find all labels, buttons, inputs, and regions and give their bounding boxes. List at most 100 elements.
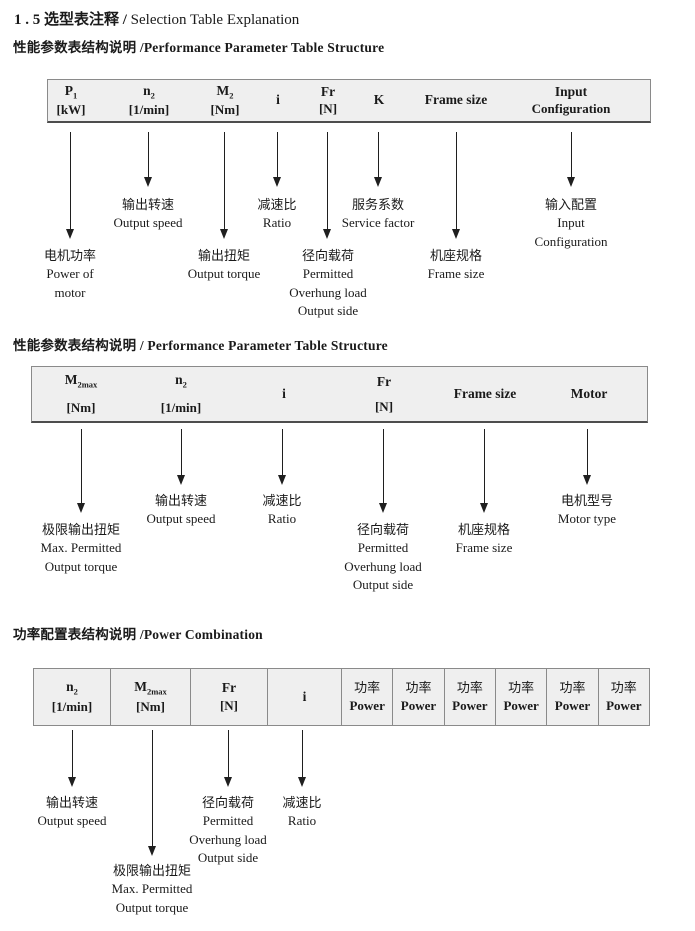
col-power-1: 功率 Power <box>342 669 394 725</box>
col-unit: Configuration <box>531 101 611 117</box>
col-symbol: K <box>374 93 385 107</box>
arrow-head-icon <box>77 503 85 513</box>
callout-motor-type: 电机型号 Motor type <box>557 493 617 527</box>
section1-header-table: P1 [kW] n2 [1/min] M2 [Nm] i Fr [N] K Fr… <box>47 79 651 123</box>
col-symbol: Motor <box>571 386 608 401</box>
arrow-head-icon <box>452 229 460 239</box>
arrow-stem <box>301 730 303 777</box>
col-symbol: i <box>282 386 286 401</box>
arrow-stem <box>223 132 225 229</box>
section3-header-table: n2 [1/min] M2max [Nm] Fr [N] i 功率 Power … <box>33 668 650 726</box>
arrow-stem <box>586 429 588 475</box>
arrow-stem <box>483 429 485 503</box>
callout-overhung-load: 径向载荷 Permitted Overhung load Output side <box>189 795 267 866</box>
col-unit: [N] <box>219 698 239 714</box>
down-arrow <box>374 132 382 187</box>
down-arrow <box>177 429 185 485</box>
col-i: i <box>282 367 286 421</box>
arrow-stem <box>326 132 328 229</box>
arrow-stem <box>570 132 572 177</box>
down-arrow <box>583 429 591 485</box>
symbol-text: i <box>302 688 307 704</box>
symbol-text: n <box>175 372 183 388</box>
col-unit: [1/min] <box>51 699 93 715</box>
arrow-head-icon <box>278 475 286 485</box>
col-m2: M2 [Nm] <box>211 80 240 121</box>
col-unit: [1/min] <box>128 102 170 118</box>
arrow-stem <box>147 132 149 177</box>
symbol-text: M <box>64 372 78 388</box>
arrow-head-icon <box>583 475 591 485</box>
callout-power-of-motor: 电机功率 Power of motor <box>43 248 97 300</box>
symbol-text: Frame size <box>424 92 488 108</box>
col-fr: Fr [N] <box>319 80 337 121</box>
symbol-text: Fr <box>221 680 237 696</box>
symbol-text: M <box>216 82 230 98</box>
arrow-stem <box>276 132 278 177</box>
arrow-stem <box>455 132 457 229</box>
col-unit: [1/min] <box>160 399 202 415</box>
symbol-sub: 2max <box>146 686 167 697</box>
arrow-head-icon <box>144 177 152 187</box>
arrow-head-icon <box>480 503 488 513</box>
col-power-3: 功率 Power <box>445 669 496 725</box>
down-arrow <box>224 730 232 787</box>
arrow-head-icon <box>567 177 575 187</box>
col-power-6: 功率 Power <box>599 669 649 725</box>
callout-overhung-load: 径向载荷 Permitted Overhung load Output side <box>344 522 422 593</box>
callout-max-output-torque: 极限输出扭矩 Max. Permitted Output torque <box>40 522 122 574</box>
callout-ratio: 减速比 Ratio <box>262 493 302 527</box>
symbol-text: n <box>143 82 151 98</box>
down-arrow <box>323 132 331 239</box>
col-k: K <box>374 80 385 121</box>
section2-heading: 性能参数表结构说明 / Performance Parameter Table … <box>13 338 388 353</box>
arrow-head-icon <box>68 777 76 787</box>
arrow-head-icon <box>224 777 232 787</box>
down-arrow <box>220 132 228 239</box>
col-symbol: n2 <box>66 679 78 697</box>
arrow-stem <box>71 730 73 777</box>
down-arrow <box>68 730 76 787</box>
col-power-2: 功率 Power <box>393 669 445 725</box>
symbol-text: Fr <box>376 373 392 389</box>
symbol-sub: 2max <box>77 380 98 391</box>
down-arrow <box>567 132 575 187</box>
col-power-5: 功率 Power <box>547 669 599 725</box>
section3-heading: 功率配置表结构说明 /Power Combination <box>13 627 263 642</box>
col-frame-size: Frame size <box>454 367 517 421</box>
power-label-zh: 功率 <box>405 680 432 696</box>
col-symbol: n2 <box>143 82 155 101</box>
col-unit: [N] <box>374 398 394 414</box>
col-symbol: n2 <box>175 373 187 390</box>
symbol-sub: 2 <box>150 90 155 101</box>
arrow-head-icon <box>323 229 331 239</box>
power-label-zh: 功率 <box>610 680 637 696</box>
symbol-text: Frame size <box>453 385 517 401</box>
col-motor: Motor <box>571 367 608 421</box>
col-i: i <box>276 80 280 121</box>
page-title-zh: 1 . 5 选型表注释 / <box>14 12 127 28</box>
arrow-head-icon <box>220 229 228 239</box>
callout-frame-size: 机座规格 Frame size <box>455 522 513 556</box>
arrow-stem <box>151 730 153 846</box>
col-n2: n2 [1/min] <box>129 80 169 121</box>
col-n2: n2 [1/min] <box>34 669 111 725</box>
symbol-text: i <box>276 92 280 108</box>
down-arrow <box>452 132 460 239</box>
col-m2max: M2max [Nm] <box>111 669 191 725</box>
col-input-configuration: Input Configuration <box>532 80 611 121</box>
col-symbol: Frame size <box>425 93 488 107</box>
col-symbol: Fr <box>376 373 392 389</box>
down-arrow <box>66 132 74 239</box>
symbol-text: K <box>373 92 385 108</box>
col-symbol: Fr <box>321 85 335 99</box>
symbol-text: P <box>64 82 73 98</box>
col-unit: [N] <box>318 101 338 117</box>
arrow-head-icon <box>298 777 306 787</box>
callout-input-config: 输入配置 Input Configuration <box>534 197 608 249</box>
col-unit: [Nm] <box>136 699 165 715</box>
arrow-head-icon <box>148 846 156 856</box>
col-symbol: M2max <box>65 373 98 390</box>
arrow-stem <box>227 730 229 777</box>
